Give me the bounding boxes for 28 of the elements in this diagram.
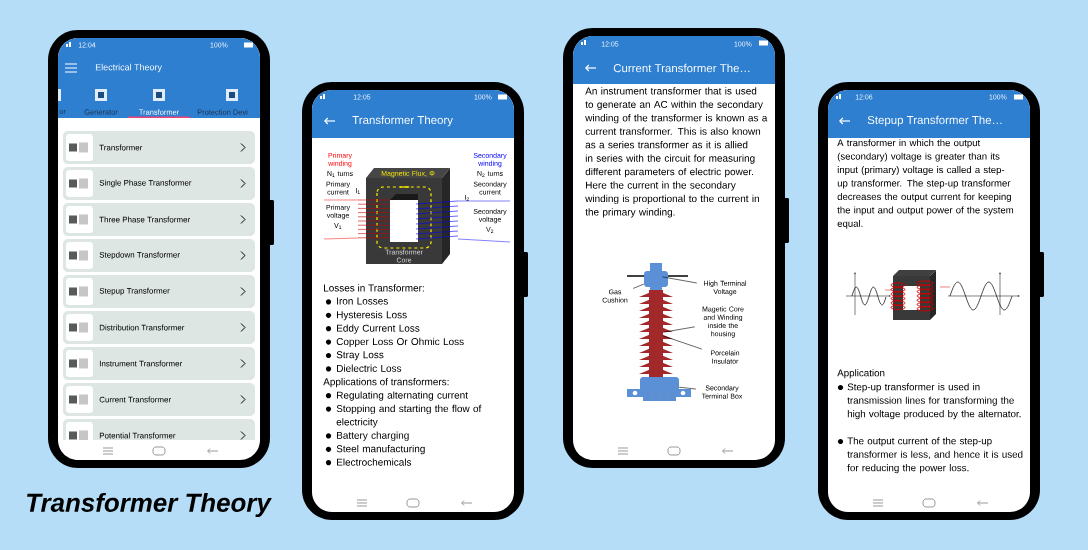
paragraph: A transformer in which the output (secondary) voltage is greater than its input (primary) voltage is called a step-up transformer. The step-up transformer decreases the output current for keeping the input and output power of the system equal.	[837, 139, 1014, 229]
bullet-item: Eddy Current Loss	[325, 324, 420, 334]
bullet-item: Stopping and starting the flow of electricity	[325, 404, 482, 428]
bullet-item: Battery charging	[325, 431, 409, 441]
leader-line	[678, 386, 697, 390]
leader-line	[632, 283, 645, 289]
paragraph: An instrument transformer that is used to generate an AC within the secondary winding of the transformer is known as a current transformer. This is also known as a series transformer as it is allied in series with the circuit for measuring different parameters of electric power. Here the current in the secondary winding is proportional to the current in the primary winding.	[585, 87, 768, 218]
leader-line	[662, 276, 698, 284]
bullet-item: Hysteresis Loss	[325, 311, 407, 321]
section-heading: Application	[837, 369, 885, 379]
app-bar-title: Transformer Theory	[352, 115, 453, 127]
bullet-item: Steel manufacturing	[325, 445, 425, 455]
bullet-item: Step-up transformer is used in transmission lines for transforming the high voltage produced by the alternator.	[837, 383, 1021, 420]
bullet-item: Dielectric Loss	[325, 364, 402, 372]
app-bar-title: Electrical Theory	[95, 63, 162, 73]
bullet-item: Iron Losses	[325, 297, 388, 305]
leader-line	[662, 335, 703, 350]
bullet-item: Electrochemicals	[325, 458, 412, 466]
bullet-item: The output current of the step-up transformer is less, and hence it is used for reducing the power loss.	[837, 437, 1023, 474]
bullet-item: Copper Loss Or Ohmic Loss	[325, 337, 464, 348]
bullet-item: Regulating alternating current	[325, 391, 468, 401]
section-heading: Losses in Transformer:	[324, 284, 424, 292]
page-title: Transformer Theory	[27, 492, 272, 518]
section-heading: Applications of transformers:	[323, 378, 449, 388]
app-bar-title: Stepup Transformer The…	[867, 115, 1002, 127]
leader-line	[662, 326, 696, 333]
bullet-item: Stray Loss	[325, 351, 384, 361]
app-bar-title: Current Transformer The…	[613, 63, 750, 73]
